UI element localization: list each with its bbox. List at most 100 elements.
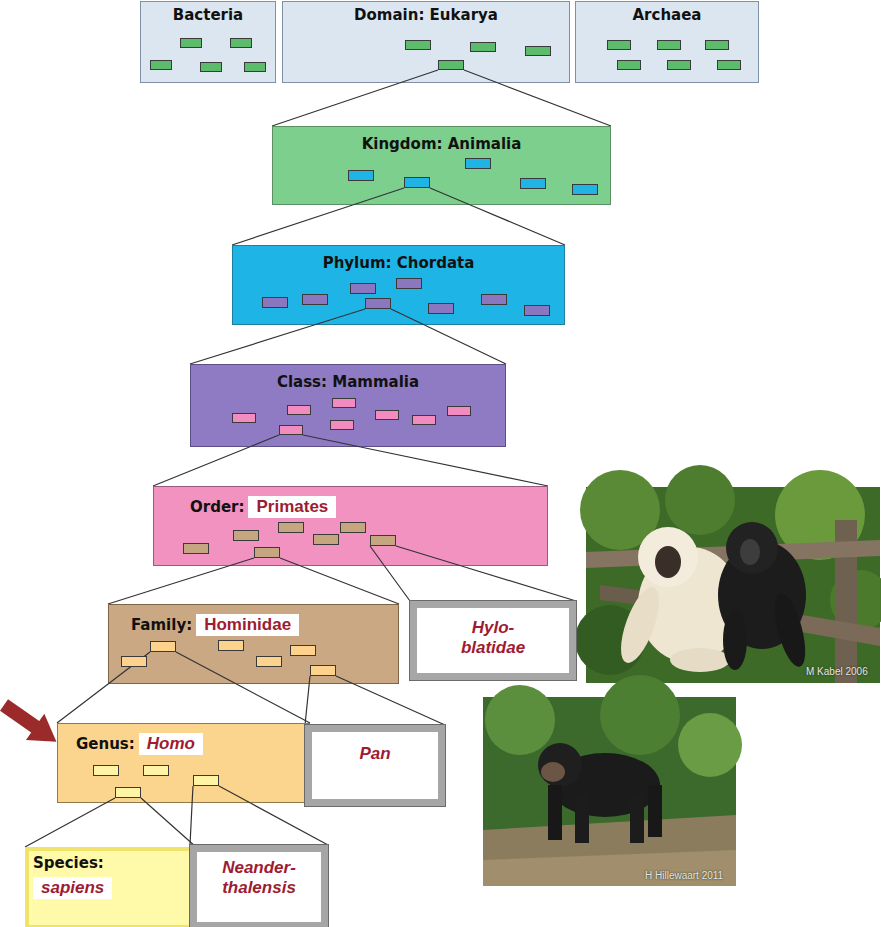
subgroup-marker [302, 294, 328, 305]
rank-label: Family: [131, 616, 192, 635]
hierarchy-connector [57, 684, 310, 723]
subgroup-marker [481, 294, 507, 305]
subgroup-marker [115, 787, 141, 798]
subgroup-marker [244, 62, 266, 72]
rank-label: Class: Mammalia [277, 373, 419, 392]
connector-stub [249, 435, 360, 447]
subgroup-marker [256, 656, 282, 667]
species-box: Species: sapiens [25, 847, 196, 927]
subgroup-marker [705, 40, 729, 50]
subgroup-marker [287, 405, 311, 415]
subgroup-marker [657, 40, 681, 50]
chimpanzee-photo [483, 675, 742, 886]
hierarchy-connector [25, 803, 196, 847]
rank-label: Domain: Eukarya [354, 6, 498, 25]
gibbon-photo [575, 465, 881, 683]
photo-credit: H Hillewaart 2011 [645, 870, 723, 881]
subgroup-marker [667, 60, 691, 70]
hierarchy-connector [232, 205, 565, 245]
subgroup-marker [93, 765, 119, 776]
subgroup-marker [607, 40, 631, 50]
subgroup-marker [404, 177, 430, 188]
connector-stub [108, 652, 236, 684]
hierarchy-connector [153, 447, 548, 486]
rank-label: Hylo- blatidae [448, 618, 538, 659]
text-row: Phylum: Chordata [233, 246, 564, 273]
rank-label: Bacteria [173, 6, 243, 25]
subgroup-marker [180, 38, 202, 48]
connector-stub [309, 676, 354, 684]
rank-label: Pan [359, 744, 390, 764]
rank-label: Archaea [633, 6, 702, 25]
taxon-name: Hominidae [196, 614, 299, 636]
taxon-name: Homo [139, 733, 203, 755]
connector-stub [400, 70, 499, 83]
subgroup-marker [370, 535, 396, 546]
pointer-arrow [0, 692, 66, 755]
hierarchy-connector [190, 325, 506, 364]
rank-label: Kingdom: Animalia [362, 135, 522, 154]
subgroup-marker [310, 665, 336, 676]
subgroup-marker [278, 522, 304, 533]
subgroup-marker [150, 60, 172, 70]
taxon-box: Neander- thalensis [190, 845, 328, 927]
subgroup-marker [350, 283, 376, 294]
subgroup-marker [254, 547, 280, 558]
text-row: Class: Mammalia [191, 365, 505, 392]
subgroup-marker [617, 60, 641, 70]
rank-label: Genus: [76, 735, 135, 754]
photo-credit: M Kabel 2006 [806, 666, 868, 677]
connector-stub [314, 309, 424, 325]
subgroup-marker [330, 420, 354, 430]
subgroup-marker [290, 645, 316, 656]
subgroup-marker [150, 641, 176, 652]
subgroup-marker [332, 398, 356, 408]
subgroup-marker [447, 406, 471, 416]
subgroup-marker [365, 298, 391, 309]
subgroup-marker [396, 278, 422, 289]
text-row: Hylo- blatidae [417, 608, 569, 659]
connector-stub [192, 786, 250, 803]
taxon-name: sapiens [33, 877, 112, 899]
text-row: Genus:Homo [58, 724, 309, 755]
hierarchy-connector [385, 566, 577, 601]
subgroup-marker [279, 425, 303, 435]
subgroup-marker [218, 640, 244, 651]
subgroup-marker [313, 534, 339, 545]
text-row: Family:Hominidae [109, 605, 398, 636]
hierarchy-connector [305, 684, 445, 725]
family-box: Family:Hominidae [108, 604, 399, 684]
subgroup-marker [525, 46, 551, 56]
taxon-name: Primates [248, 496, 336, 518]
subgroup-marker [470, 42, 496, 52]
connector-stub [229, 558, 301, 566]
phylum-box: Phylum: Chordata [232, 245, 565, 325]
subgroup-marker [183, 543, 209, 554]
genus-box: Genus:Homo [57, 723, 310, 803]
rank-label: Neander- thalensis [209, 858, 309, 899]
domain-box: Archaea [575, 1, 759, 83]
hierarchy-connector [272, 83, 611, 126]
hierarchy-connector [108, 566, 399, 604]
subgroup-marker [262, 297, 288, 308]
rank-label: Order: [190, 498, 244, 517]
subgroup-marker [717, 60, 741, 70]
connector-stub [106, 798, 147, 803]
rank-label: Species: [33, 854, 104, 873]
rank-label: Phylum: Chordata [323, 254, 475, 273]
subgroup-marker [465, 158, 491, 169]
text-row: Bacteria [141, 2, 275, 25]
kingdom-box: Kingdom: Animalia [272, 126, 611, 205]
taxon-box: Hylo- blatidae [410, 601, 576, 680]
subgroup-marker [121, 656, 147, 667]
taxon-box: Pan [305, 725, 445, 806]
connector-stub [370, 546, 462, 566]
text-row: Neander- thalensis [197, 852, 321, 899]
subgroup-marker [200, 62, 222, 72]
subgroup-marker [193, 775, 219, 786]
subgroup-marker [520, 178, 546, 189]
subgroup-marker [524, 305, 550, 316]
subgroup-marker [428, 303, 454, 314]
subgroup-marker [230, 38, 252, 48]
